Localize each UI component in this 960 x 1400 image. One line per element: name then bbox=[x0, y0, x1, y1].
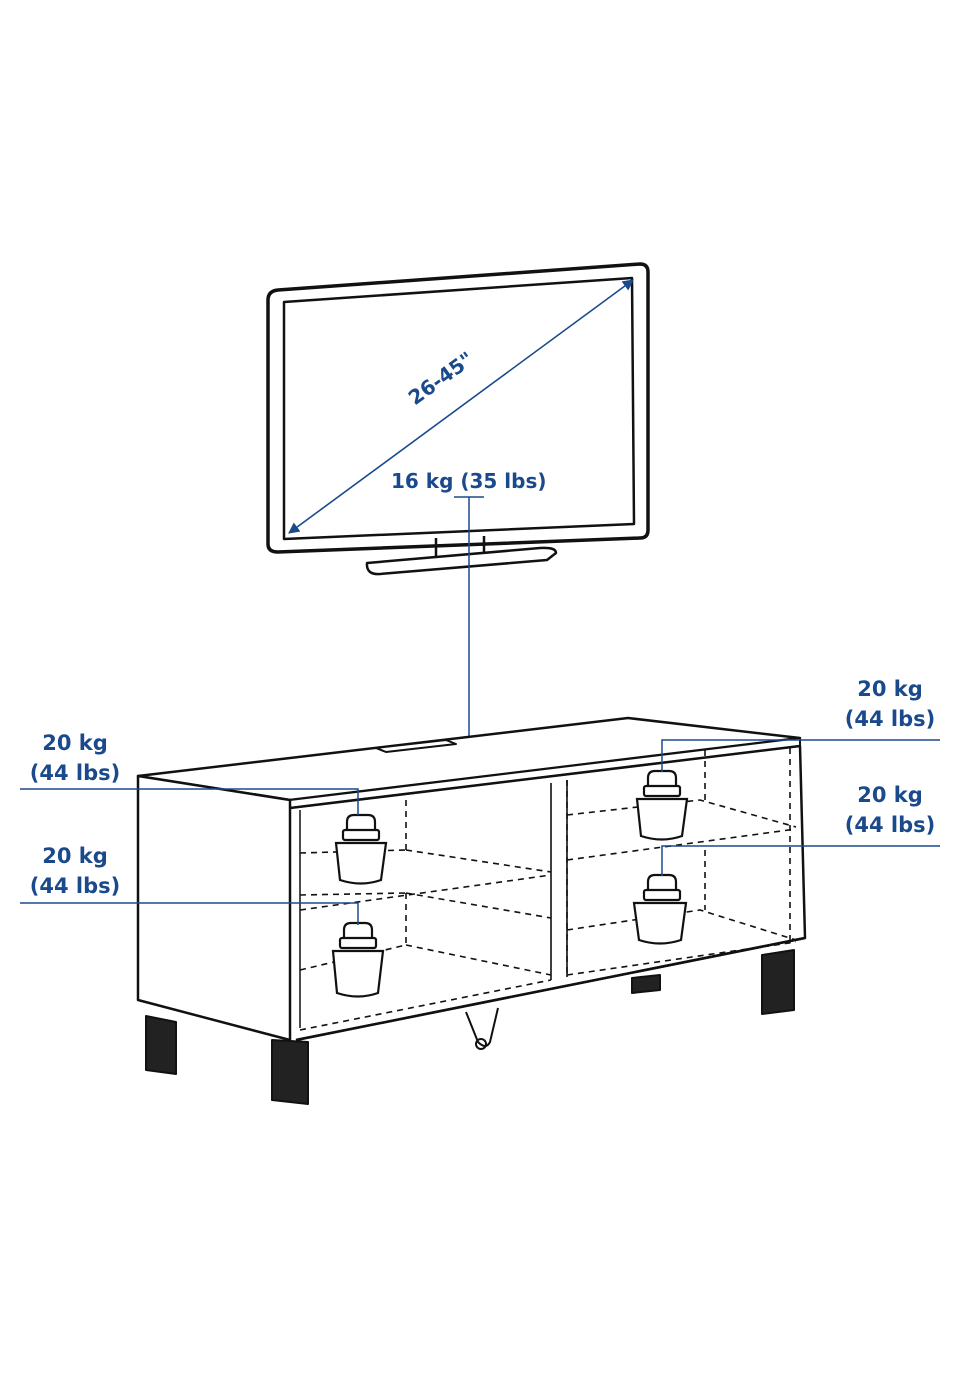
load-lbs-bottom-left: (44 lbs) bbox=[29, 874, 121, 898]
load-label-bottom-right: 20 kg (44 lbs) bbox=[835, 780, 945, 840]
weight-top-right bbox=[635, 769, 689, 841]
load-lbs-top-right: (44 lbs) bbox=[844, 707, 936, 731]
load-lbs-top-left: (44 lbs) bbox=[29, 761, 121, 785]
leader-top-left bbox=[20, 788, 359, 815]
tv-weight-label: 16 kg (35 lbs) bbox=[391, 469, 547, 493]
weight-bottom-right bbox=[632, 873, 688, 945]
load-label-top-right: 20 kg (44 lbs) bbox=[835, 674, 945, 734]
load-label-top-left: 20 kg (44 lbs) bbox=[20, 728, 130, 788]
load-lbs-bottom-right: (44 lbs) bbox=[844, 813, 936, 837]
load-leaders bbox=[20, 739, 940, 925]
load-kg-bottom-left: 20 kg bbox=[42, 844, 108, 868]
load-label-bottom-left: 20 kg (44 lbs) bbox=[20, 841, 130, 901]
weight-bottom-left bbox=[331, 921, 385, 998]
tv-bench bbox=[136, 716, 807, 1105]
load-kg-top-right: 20 kg bbox=[857, 677, 923, 701]
leader-bottom-right bbox=[661, 845, 940, 876]
load-kg-bottom-right: 20 kg bbox=[857, 783, 923, 807]
leader-bottom-left bbox=[20, 902, 359, 925]
leader-top-right bbox=[661, 739, 940, 772]
weight-top-left bbox=[334, 813, 388, 885]
load-kg-top-left: 20 kg bbox=[42, 731, 108, 755]
bench-interior bbox=[299, 748, 797, 1031]
tv-diagonal-arrow bbox=[288, 279, 634, 534]
